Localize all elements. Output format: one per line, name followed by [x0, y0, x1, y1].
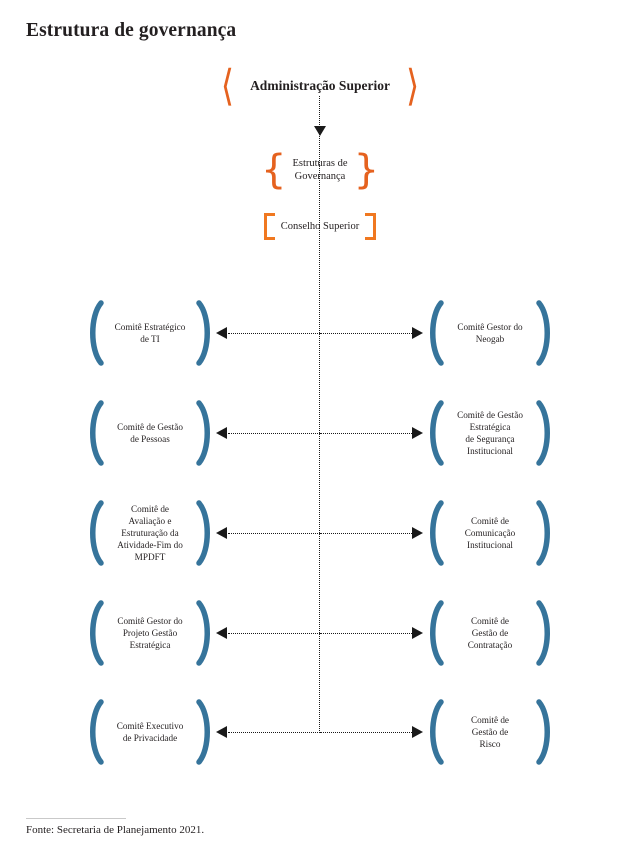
curly-brace-left-icon: {: [260, 147, 287, 193]
paren-left-icon: [425, 500, 445, 566]
committee-label: Comitê Estratégico de TI: [114, 321, 186, 344]
paren-left-icon: [425, 699, 445, 765]
paren-right-icon: [535, 699, 555, 765]
square-bracket-left-icon: [263, 212, 275, 240]
committee-row: Comitê Executivo de Privacidade Comitê d…: [0, 692, 640, 772]
paren-left-icon: [425, 300, 445, 366]
connector-dotted-left: [228, 633, 320, 634]
committee-label: Comitê de Avaliação e Estruturação da At…: [117, 503, 183, 563]
committee-label: Comitê de Gestão de Risco: [470, 714, 510, 750]
arrowhead-down-icon: [313, 126, 326, 136]
paren-left-icon: [425, 400, 445, 466]
connector-dotted-right: [320, 533, 412, 534]
arrowhead-left-icon: [216, 726, 227, 738]
arrowhead-left-icon: [216, 527, 227, 539]
arrowhead-right-icon: [412, 427, 423, 439]
committee-node-left: Comitê Gestor do Projeto Gestão Estratég…: [85, 593, 215, 673]
committee-node-left: Comitê Executivo de Privacidade: [85, 692, 215, 772]
committee-node-left: Comitê Estratégico de TI: [85, 293, 215, 373]
chevron-right-icon: ⟩: [405, 61, 420, 111]
committee-label: Comitê de Gestão de Pessoas: [117, 421, 183, 444]
paren-right-icon: [195, 699, 215, 765]
committee-row: Comitê Estratégico de TI Comitê Gestor d…: [0, 293, 640, 373]
connector-dotted-left: [228, 533, 320, 534]
committee-label: Comitê de Gestão Estratégica de Seguranç…: [457, 409, 523, 457]
arrowhead-left-icon: [216, 427, 227, 439]
footer-source-note: Fonte: Secretaria de Planejamento 2021.: [26, 824, 205, 836]
committee-node-left: Comitê de Gestão de Pessoas: [85, 393, 215, 473]
node-administracao-superior: ⟨ Administração Superior ⟩: [190, 65, 450, 108]
paren-right-icon: [195, 300, 215, 366]
paren-left-icon: [85, 500, 105, 566]
paren-left-icon: [85, 400, 105, 466]
committee-label: Comitê de Comunicação Institucional: [464, 515, 516, 551]
paren-right-icon: [535, 500, 555, 566]
center-dotted-spine: [319, 96, 320, 733]
committee-node-right: Comitê de Gestão de Risco: [425, 692, 555, 772]
connector-dotted-right: [320, 433, 412, 434]
committee-node-right: Comitê Gestor do Neogab: [425, 293, 555, 373]
page-title: Estrutura de governança: [26, 20, 237, 41]
committee-node-right: Comitê de Gestão Estratégica de Seguranç…: [425, 393, 555, 473]
arrowhead-right-icon: [412, 726, 423, 738]
connector-dotted-right: [320, 732, 412, 733]
arrowhead-left-icon: [216, 327, 227, 339]
paren-left-icon: [85, 600, 105, 666]
node-conselho-superior-label: Conselho Superior: [280, 220, 360, 232]
node-conselho-superior: Conselho Superior: [254, 211, 386, 241]
connector-dotted-right: [320, 633, 412, 634]
node-administracao-superior-label: Administração Superior: [250, 78, 390, 93]
committee-label: Comitê Gestor do Projeto Gestão Estratég…: [117, 615, 183, 651]
arrowhead-right-icon: [412, 327, 423, 339]
connector-dotted-left: [228, 732, 320, 733]
chevron-left-icon: ⟨: [220, 61, 235, 111]
paren-left-icon: [425, 600, 445, 666]
committee-label: Comitê Executivo de Privacidade: [116, 720, 184, 743]
committee-row: Comitê de Avaliação e Estruturação da At…: [0, 493, 640, 573]
committee-row: Comitê Gestor do Projeto Gestão Estratég…: [0, 593, 640, 673]
square-bracket-right-icon: [365, 212, 377, 240]
paren-right-icon: [195, 500, 215, 566]
paren-right-icon: [535, 600, 555, 666]
committee-label: Comitê Gestor do Neogab: [457, 321, 523, 344]
committee-row: Comitê de Gestão de Pessoas Comitê de Ge…: [0, 393, 640, 473]
connector-dotted-left: [228, 333, 320, 334]
paren-right-icon: [195, 600, 215, 666]
arrowhead-left-icon: [216, 627, 227, 639]
node-estruturas-de-governanca: { Estruturas de Governança }: [250, 148, 390, 192]
footer-divider: [26, 818, 126, 819]
committee-node-right: Comitê de Gestão de Contratação: [425, 593, 555, 673]
paren-left-icon: [85, 699, 105, 765]
paren-right-icon: [535, 300, 555, 366]
paren-right-icon: [195, 400, 215, 466]
committee-node-left: Comitê de Avaliação e Estruturação da At…: [85, 493, 215, 573]
arrowhead-right-icon: [412, 527, 423, 539]
committee-node-right: Comitê de Comunicação Institucional: [425, 493, 555, 573]
curly-brace-right-icon: }: [353, 147, 380, 193]
connector-dotted-right: [320, 333, 412, 334]
committee-label: Comitê de Gestão de Contratação: [467, 615, 513, 651]
arrowhead-right-icon: [412, 627, 423, 639]
node-estruturas-de-governanca-label: Estruturas de Governança: [292, 157, 348, 182]
connector-dotted-left: [228, 433, 320, 434]
paren-right-icon: [535, 400, 555, 466]
paren-left-icon: [85, 300, 105, 366]
